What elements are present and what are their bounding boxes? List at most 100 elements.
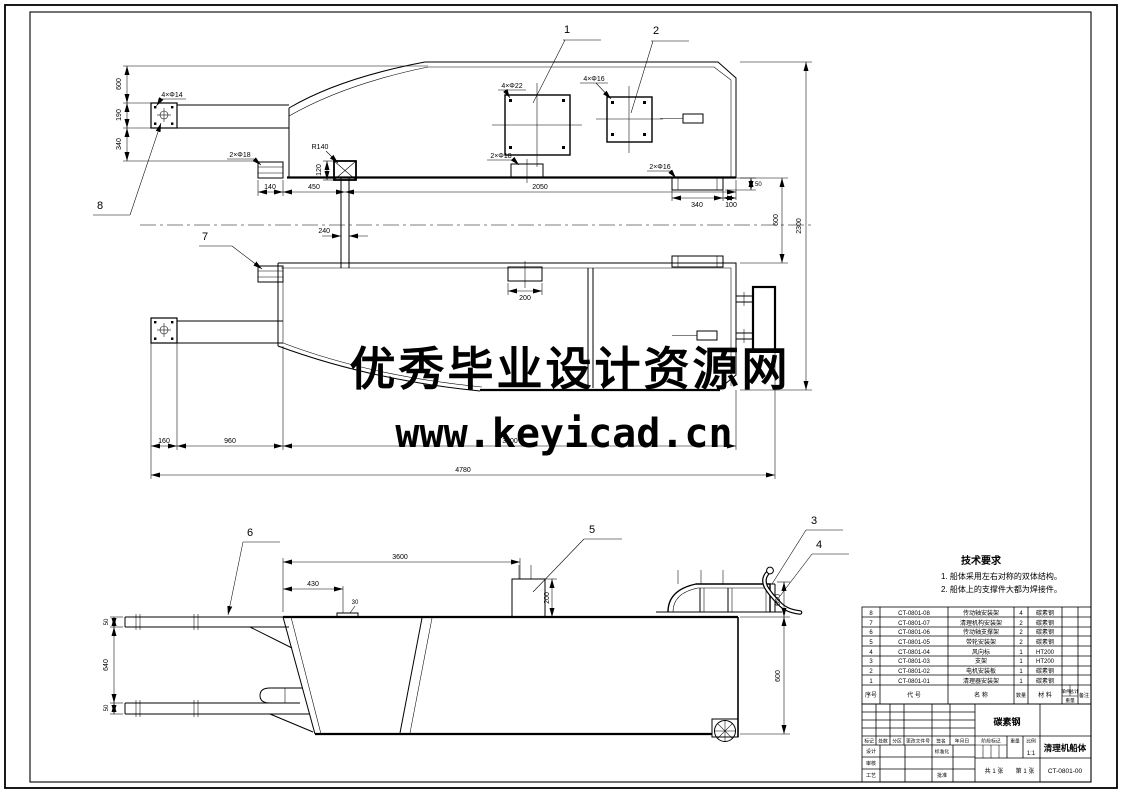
- bom-cell: 清理机构安装架: [960, 619, 1002, 627]
- tech-req-title: 技术要求: [961, 554, 1002, 567]
- bom-cell: 2: [1019, 640, 1023, 646]
- dim-label: 200: [544, 592, 551, 604]
- bom-cell: CT-0801-05: [898, 640, 930, 646]
- dim-label: 4×Φ22: [501, 83, 522, 90]
- dim-label: 50: [755, 182, 762, 188]
- center-mark: [157, 108, 171, 122]
- wheel: [714, 720, 736, 742]
- bom-cell: 6: [869, 630, 873, 636]
- tb-weight: 重量: [1010, 738, 1020, 745]
- dim-label: 200: [519, 295, 531, 302]
- dim-label: 160: [158, 438, 170, 445]
- tb-count: 处数: [878, 738, 888, 745]
- dim-label: 340: [691, 202, 703, 209]
- dim-label: 650: [775, 594, 782, 606]
- dim-label: 600: [775, 670, 782, 682]
- bom-cell: 碳素钢: [1036, 609, 1054, 617]
- dim-label: 430: [307, 581, 319, 588]
- dim-label: 3600: [392, 554, 408, 561]
- tb-approve: 批准: [937, 772, 947, 779]
- tb-design: 设计: [866, 748, 876, 755]
- tb-part-title: 清理机船体: [1044, 743, 1087, 753]
- bom-cell: 5: [869, 640, 873, 646]
- hatch-opening-1: [492, 83, 582, 167]
- bom-cell: CT-0801-08: [898, 611, 930, 617]
- dim-label: 4×Φ14: [161, 92, 182, 99]
- dim-label: 2×Φ18: [490, 153, 511, 160]
- dim-label: 960: [224, 438, 236, 445]
- deck-box: [511, 578, 546, 618]
- bom-cell: 支架: [975, 657, 987, 665]
- callout-4: 4: [816, 539, 822, 551]
- tech-req-item: 1. 船体采用左右对称的双体结构。: [941, 571, 1062, 581]
- bom-row: 8 CT-0801-08 传动轴安装架 4 碳素钢: [869, 609, 1054, 617]
- dim-label: 140: [264, 184, 276, 191]
- bom-cell: 风向标: [972, 648, 990, 656]
- tb-standard: 标准化: [935, 748, 950, 755]
- dim-label: 2050: [532, 184, 548, 191]
- bom-cell: CT-0801-02: [898, 669, 930, 675]
- bom-cell: 1: [1019, 679, 1023, 685]
- dim-label: 100: [725, 202, 737, 209]
- bom-cell: 8: [869, 611, 873, 617]
- vent-fitting: [682, 113, 704, 124]
- dim-label: R140: [312, 144, 329, 151]
- bom-cell: HT200: [1036, 659, 1055, 665]
- bom-cell: 清理器安装架: [963, 677, 999, 685]
- tech-requirements: 技术要求 1. 船体采用左右对称的双体结构。 2. 船体上的支撑件大都为焊接件。: [941, 554, 1062, 594]
- bom-cell: 3: [869, 659, 873, 665]
- bom-header-material: 材 料: [1038, 691, 1052, 699]
- dim-label: 600: [116, 78, 123, 90]
- dim-label: 640: [103, 659, 110, 671]
- bom-cell: 2: [1019, 630, 1023, 636]
- bom-cell: 2: [869, 669, 873, 675]
- sheet-frame: [4, 4, 1118, 789]
- tb-sheet-no: 第 1 张: [1016, 767, 1035, 775]
- bom-header-qty: 数量: [1016, 692, 1026, 699]
- tb-sheet-total: 共 1 张: [985, 767, 1004, 775]
- dim-label: 120: [316, 164, 323, 176]
- tb-drawing-no: CT-0801-00: [1048, 768, 1083, 775]
- bom-header-w1: 单件: [1061, 688, 1071, 695]
- hatch-opening-2: [596, 86, 663, 153]
- bom-cell: 传动轴安装架: [963, 609, 999, 617]
- tb-date: 年月日: [955, 738, 969, 745]
- callout-8: 8: [97, 200, 103, 212]
- dim-label: 340: [116, 138, 123, 150]
- dim-label: 2300: [796, 218, 803, 234]
- tb-material: 碳素钢: [993, 716, 1020, 727]
- bom-cell: 2: [1019, 621, 1023, 627]
- bom-cell: 碳素钢: [1036, 628, 1054, 636]
- bom-header-w2: 总计: [1069, 688, 1079, 695]
- tb-mark: 标记: [864, 738, 874, 745]
- dim-label: 2×Φ16: [649, 164, 670, 171]
- tb-process: 工艺: [866, 773, 876, 779]
- callout-6: 6: [247, 527, 253, 539]
- bom-cell: 带轮安装架: [966, 638, 996, 646]
- callout-7: 7: [202, 231, 208, 243]
- tb-stage: 阶段标记: [981, 738, 1000, 745]
- bom-cell: 1: [1019, 650, 1023, 656]
- bom-header-code: 代 号: [907, 691, 921, 699]
- callout-1: 1: [564, 24, 570, 36]
- lever: [762, 566, 803, 615]
- tb-scale-value: 1:1: [1027, 751, 1036, 757]
- bom-cell: 4: [1019, 611, 1023, 617]
- tb-sign: 签名: [936, 738, 946, 745]
- callout-3: 3: [811, 515, 817, 527]
- dim-label: 50: [104, 704, 110, 711]
- cabin: [656, 570, 782, 613]
- bom-cell: CT-0801-06: [898, 630, 930, 636]
- stern-plate: [751, 285, 777, 352]
- tb-zone: 分区: [892, 738, 902, 745]
- bom-cell: 碳素钢: [1036, 667, 1054, 675]
- bom-cell: HT200: [1036, 650, 1055, 656]
- dim-label: 30: [352, 600, 359, 606]
